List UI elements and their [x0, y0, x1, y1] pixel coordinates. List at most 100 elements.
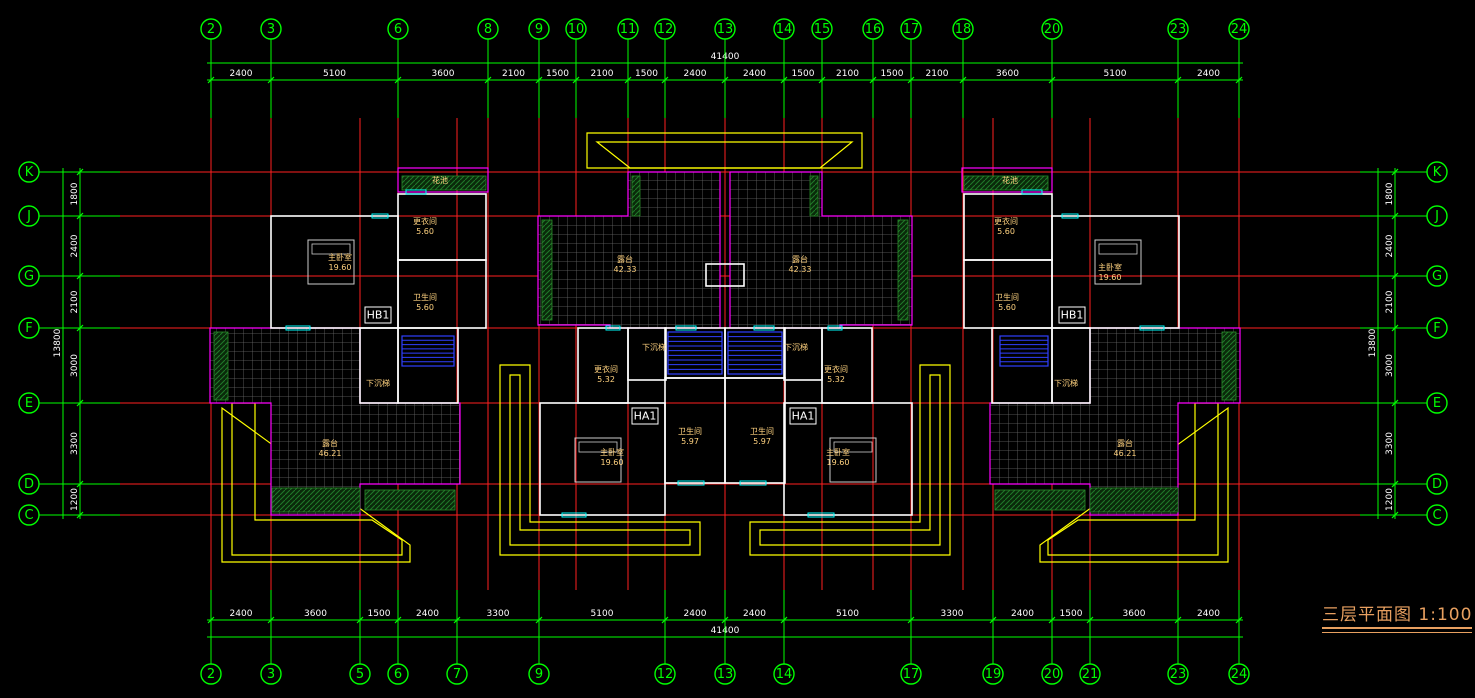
room-name: 卫生间: [413, 292, 437, 302]
unit-tag-box: [631, 407, 659, 425]
room-area: 19.60: [827, 458, 850, 467]
window: [753, 325, 775, 331]
stair-outline: [667, 331, 723, 375]
axis-bubble-label: J: [26, 209, 31, 224]
pillow: [578, 441, 618, 453]
dimension-value: 3600: [304, 609, 327, 619]
axis-bubble-label: 12: [657, 22, 674, 37]
dimension-value: 2400: [416, 609, 439, 619]
dimension-value: 3300: [1385, 432, 1395, 455]
eave-outline: [231, 402, 403, 556]
axis-bubble-label: 15: [814, 22, 831, 37]
dimension-value: 3300: [487, 609, 510, 619]
stair-wall: [991, 327, 1053, 404]
bathroom-wall: [724, 377, 786, 484]
dimension-value: 2400: [684, 609, 707, 619]
window: [677, 480, 705, 486]
dimension-value: 3000: [1385, 354, 1395, 377]
planter-box: [397, 167, 489, 193]
window: [405, 189, 427, 195]
axis-bubble-label: G: [24, 269, 34, 284]
dimension-value: 5100: [323, 69, 346, 79]
window: [1021, 189, 1043, 195]
bed: [307, 239, 355, 285]
dimension-value: 2100: [926, 69, 949, 79]
room-area: 42.33: [614, 265, 637, 274]
unit-tag: HA1: [792, 410, 815, 423]
axis-bubble-label: 6: [394, 667, 402, 682]
dimension-value: 1500: [792, 69, 815, 79]
window: [675, 325, 697, 331]
room-name: 花池: [1002, 175, 1018, 185]
terrace-center-left: [537, 171, 721, 329]
room-area: 5.32: [827, 375, 845, 384]
axis-bubble-label: 12: [657, 667, 674, 682]
dimension-value: 1500: [546, 69, 569, 79]
axis-bubble-label: 20: [1044, 22, 1061, 37]
eave-outline: [749, 364, 951, 556]
dimension-value: 3600: [1123, 609, 1146, 619]
dimension-value: 2400: [70, 234, 80, 257]
dimension-value: 3300: [941, 609, 964, 619]
unit-tag-box: [1058, 306, 1086, 324]
dimension-value: 2400: [1385, 234, 1395, 257]
axis-bubble-label: 13: [717, 22, 734, 37]
axis-bubble-label: 2: [207, 667, 215, 682]
axis-bubble-label: C: [24, 508, 33, 523]
dimension-value: 2400: [1197, 609, 1220, 619]
axis-bubble-label: 8: [484, 22, 492, 37]
dimension-value: 3300: [70, 432, 80, 455]
dimension-value: 3600: [996, 69, 1019, 79]
room-area: 5.60: [997, 227, 1015, 236]
planter: [541, 219, 553, 321]
dimension-value: 5100: [1104, 69, 1127, 79]
dimension-value: 1200: [70, 488, 80, 511]
dimension-value: 2400: [230, 609, 253, 619]
axis-bubble-label: C: [1432, 508, 1441, 523]
room-name: 主卧室: [600, 447, 624, 457]
room-area: 5.60: [416, 303, 434, 312]
planter: [271, 487, 361, 513]
axis-bubble-label: 14: [776, 667, 793, 682]
planter: [631, 175, 641, 217]
eave-outline: [499, 364, 701, 556]
bathroom-wall: [397, 259, 487, 329]
pillow: [833, 441, 873, 453]
dimension-value: 2100: [502, 69, 525, 79]
stair-hall-wall: [1051, 327, 1091, 404]
dimension-value: 2400: [743, 609, 766, 619]
axis-bubble-label: E: [25, 396, 33, 411]
axis-bubble-label: 5: [356, 667, 364, 682]
eave-outline: [509, 374, 691, 546]
axis-bubble-label: 14: [776, 22, 793, 37]
dimension-chains: 2400 5100 3600 2100 1500 2100 1500 2400 2400 1500…: [53, 52, 1401, 643]
planter: [213, 331, 229, 401]
axis-bubble-label: D: [24, 477, 34, 492]
planter: [401, 175, 487, 191]
planter: [994, 489, 1086, 511]
axis-bubble-label: 3: [267, 22, 275, 37]
room-name: 下沉梯: [1054, 378, 1078, 388]
room-name: 露台: [1117, 438, 1133, 448]
axis-bubble-label: 24: [1231, 667, 1248, 682]
pillow: [311, 243, 351, 255]
stair-wall: [664, 327, 726, 379]
window: [605, 325, 621, 331]
dimension-value: 1500: [881, 69, 904, 79]
room-name: 主卧室: [826, 447, 850, 457]
window: [285, 325, 311, 331]
room-area: 5.60: [416, 227, 434, 236]
unit-tag-box: [364, 306, 392, 324]
room-name: 更衣间: [994, 216, 1018, 226]
axis-bubble-label: 23: [1170, 667, 1187, 682]
dimension-value: 1500: [635, 69, 658, 79]
axis-bubble-label: 6: [394, 22, 402, 37]
window: [371, 213, 389, 219]
room-area: 5.97: [753, 437, 771, 446]
dimension-value: 1800: [70, 182, 80, 205]
dimension-value: 2100: [836, 69, 859, 79]
dimension-value: 2100: [591, 69, 614, 79]
room-area: 19.60: [601, 458, 624, 467]
bed: [1094, 239, 1142, 285]
